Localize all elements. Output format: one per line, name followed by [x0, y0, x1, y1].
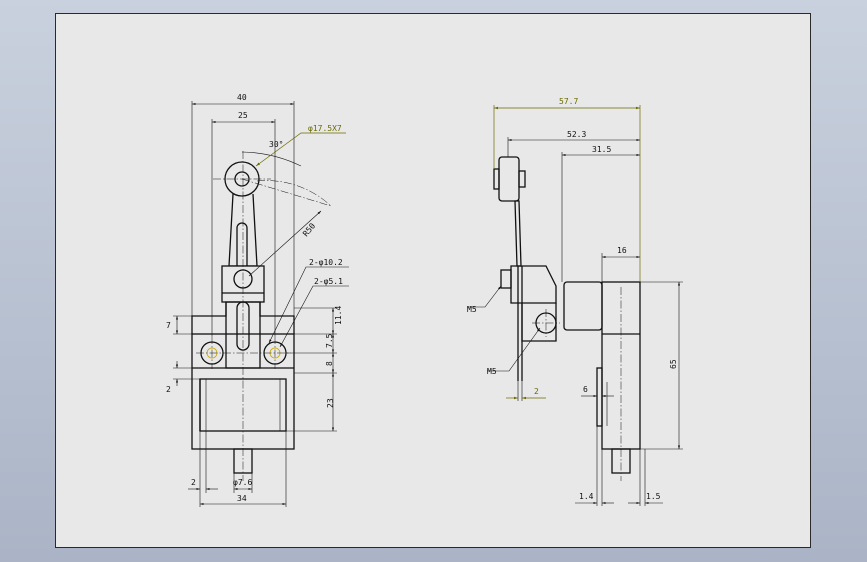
dim-thickness-2: 2 [534, 387, 539, 396]
label-m5-bottom: M5 [487, 367, 497, 376]
dim-thickness-1-5: 1.5 [646, 492, 661, 501]
dim-width-25: 25 [238, 111, 248, 120]
dim-width-34: 34 [237, 494, 247, 503]
dim-thickness-6: 6 [583, 385, 588, 394]
dim-plunger-diameter: φ7.6 [233, 478, 252, 487]
technical-drawing: 40 25 30° φ17.5X7 R50 2-φ10.2 2-φ5.1 [166, 93, 683, 507]
dim-height-8: 8 [325, 361, 334, 366]
body-upper-right [259, 302, 295, 334]
dim-height-65: 65 [669, 359, 678, 369]
dim-length-52-3: 52.3 [567, 130, 586, 139]
dim-length-31-5: 31.5 [592, 145, 611, 154]
side-hub [510, 265, 557, 304]
dim-length-57-7: 57.7 [559, 97, 578, 106]
drawing-sheet: 40 25 30° φ17.5X7 R50 2-φ10.2 2-φ5.1 [55, 13, 811, 548]
side-shaft [563, 281, 603, 331]
dim-roller-diameter: φ17.5X7 [308, 124, 342, 133]
front-view: 40 25 30° φ17.5X7 R50 2-φ10.2 2-φ5.1 [166, 93, 349, 507]
dim-holes-5-1: 2-φ5.1 [314, 277, 343, 286]
dim-holes-10-2: 2-φ10.2 [309, 258, 343, 267]
dim-height-7-5: 7.5 [325, 333, 334, 348]
dim-height-2: 2 [166, 385, 171, 394]
dim-height-23: 23 [326, 398, 335, 408]
label-m5-top: M5 [467, 305, 477, 314]
dim-thickness-1-4: 1.4 [579, 492, 594, 501]
side-view: 57.7 52.3 31.5 16 65 M5 [467, 97, 683, 506]
dim-height-11-4: 11.4 [334, 306, 343, 325]
roller-hub [234, 171, 250, 187]
dim-base-2: 2 [191, 478, 196, 487]
dim-width-16: 16 [617, 246, 627, 255]
dim-arm-radius: R50 [301, 221, 317, 238]
m5-screw-top [500, 269, 512, 289]
side-roller [498, 156, 520, 202]
dim-angle-30: 30° [269, 140, 283, 149]
dim-width-40: 40 [237, 93, 247, 102]
side-lever [514, 200, 522, 267]
dim-height-7: 7 [166, 321, 171, 330]
body-upper-left [191, 302, 227, 334]
